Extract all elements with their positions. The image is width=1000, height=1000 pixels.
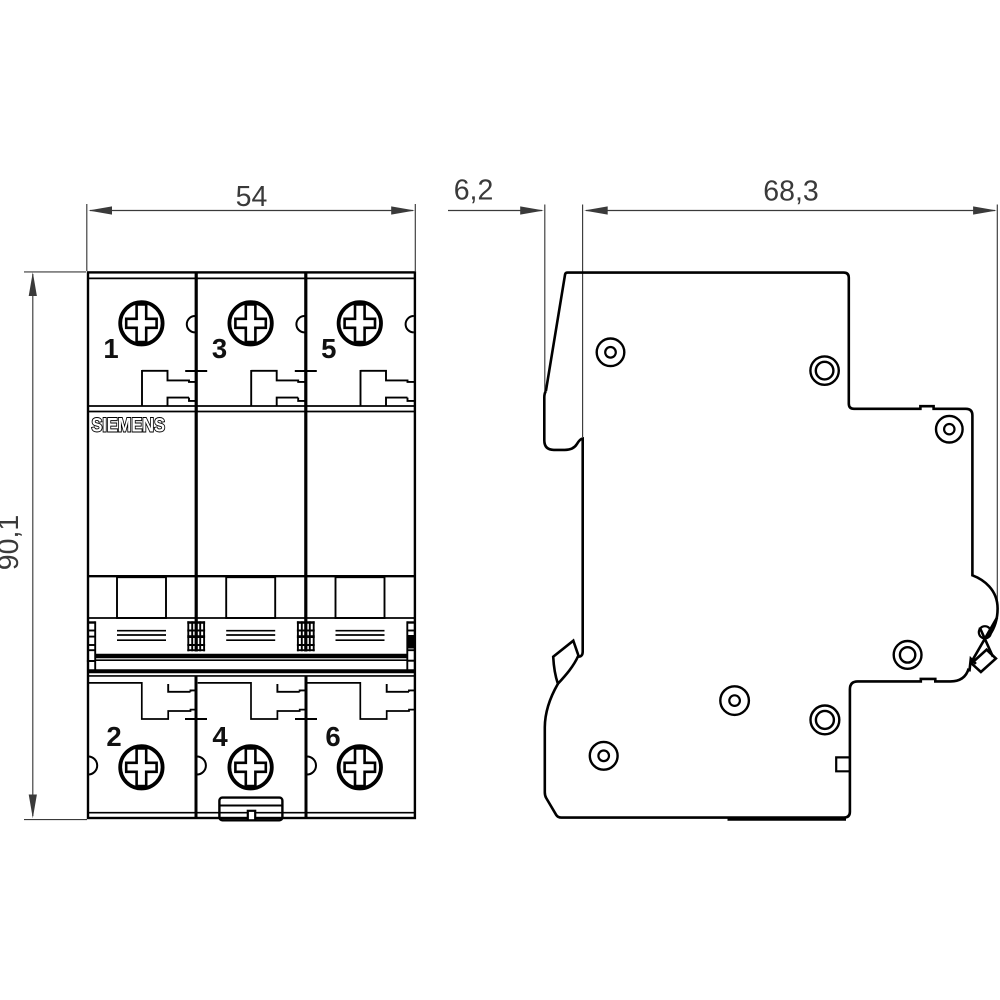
svg-text:SIEMENS: SIEMENS xyxy=(92,414,166,435)
svg-text:3: 3 xyxy=(212,333,227,364)
svg-text:4: 4 xyxy=(212,721,228,752)
svg-text:1: 1 xyxy=(103,333,118,364)
svg-text:68,3: 68,3 xyxy=(763,176,818,208)
svg-text:6,2: 6,2 xyxy=(454,175,494,207)
svg-text:6: 6 xyxy=(325,721,340,752)
svg-text:2: 2 xyxy=(106,721,121,752)
svg-text:90,1: 90,1 xyxy=(0,515,25,570)
svg-text:54: 54 xyxy=(236,181,268,213)
svg-text:5: 5 xyxy=(321,333,336,364)
